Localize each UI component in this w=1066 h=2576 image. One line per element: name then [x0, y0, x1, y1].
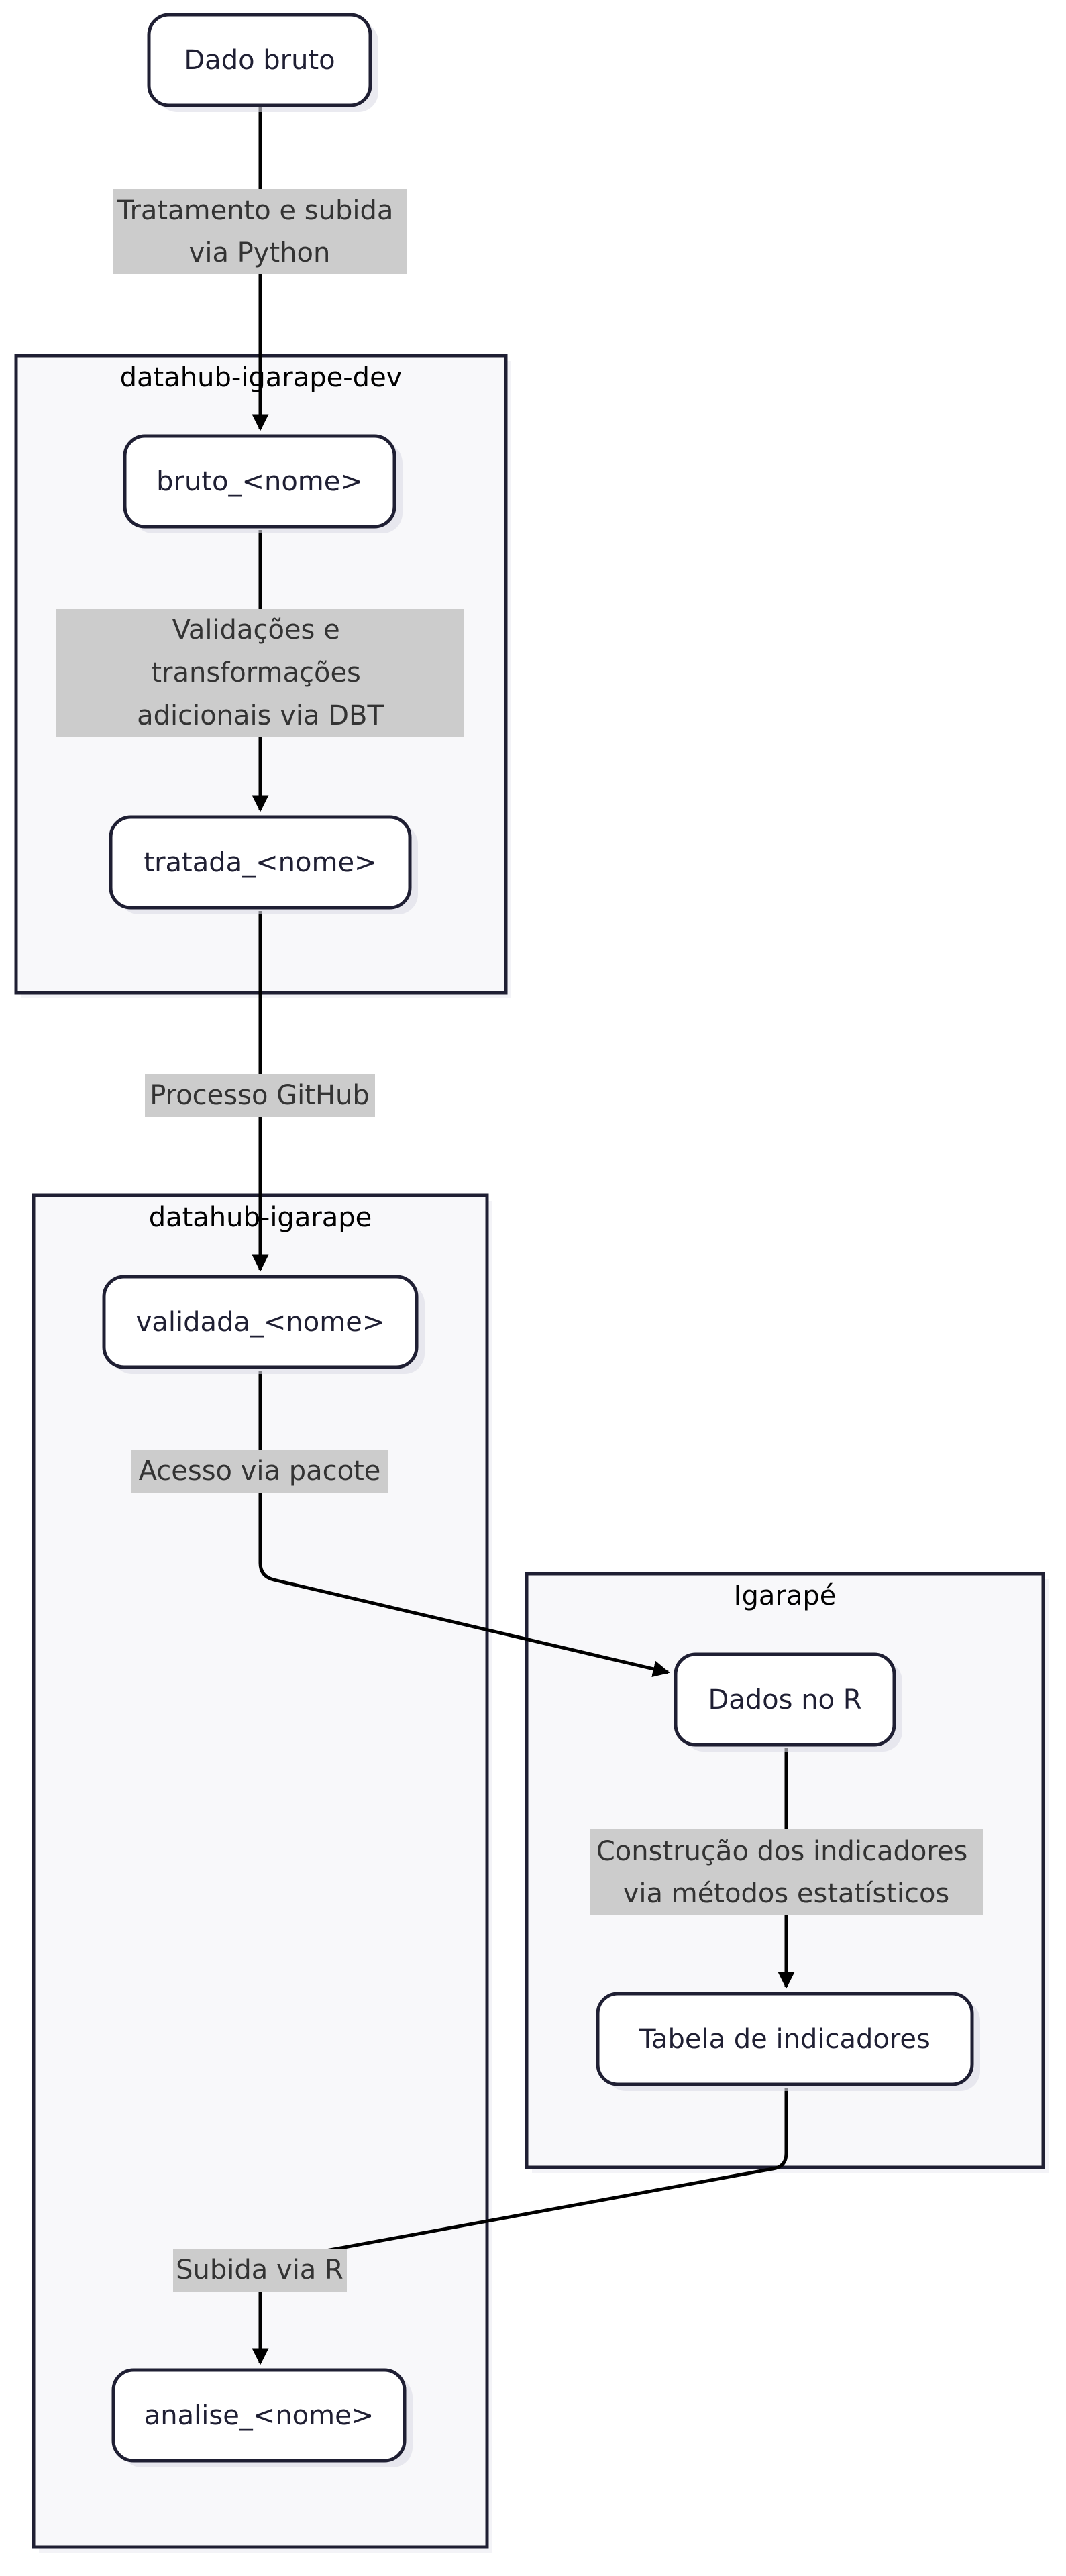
- edge-label-python-line-1: Tratamento e subida: [117, 195, 393, 226]
- edge-tabela-to-analise: [252, 2088, 788, 2365]
- edge-label-github-text: Processo GitHub: [150, 1080, 370, 1111]
- node-tratada: tratada_<nome>: [109, 815, 418, 914]
- edge-label-subida-r: Subida via R: [173, 2249, 347, 2292]
- edge-label-pacote: Acesso via pacote: [131, 1450, 388, 1493]
- edge-label-github: Processo GitHub: [145, 1074, 375, 1117]
- node-tabela: Tabela de indicadores: [596, 1992, 980, 2091]
- edge-label-subida-r-text: Subida via R: [176, 2255, 343, 2286]
- node-dados-r: Dados no R: [674, 1652, 902, 1752]
- node-tratada-label: tratada_<nome>: [144, 847, 376, 878]
- svg-text:Validações e transformaç: Validações e transformações adicionais v…: [137, 614, 384, 731]
- svg-text:Construção dos indicadores: Construção dos indicadores via métodos e…: [596, 1836, 976, 1909]
- node-validada: validada_<nome>: [102, 1275, 425, 1374]
- edge-label-python: Tratamento e subida via Python: [113, 189, 407, 274]
- node-dado-bruto: Dado bruto: [147, 13, 378, 112]
- node-bruto: bruto_<nome>: [123, 434, 403, 533]
- edge-label-indicadores: Construção dos indicadores via métodos e…: [590, 1829, 983, 1915]
- edge-label-python-line-2: via Python: [189, 237, 331, 268]
- edge-label-pacote-text: Acesso via pacote: [139, 1456, 381, 1487]
- edge-label-dbt-line-2: transformações: [151, 657, 361, 688]
- node-tabela-label: Tabela de indicadores: [639, 2024, 930, 2055]
- edge-validada-to-dados-r: [258, 1371, 670, 1678]
- node-bruto-label: bruto_<nome>: [156, 466, 363, 497]
- edge-label-dbt-line-3: adicionais via DBT: [137, 700, 384, 731]
- edge-label-dbt: Validações e transformações adicionais v…: [56, 609, 464, 737]
- edge-label-dbt-line-1: Validações e: [172, 614, 340, 645]
- edge-label-indicadores-line-2: via métodos estatísticos: [623, 1878, 950, 1909]
- node-analise-label: analise_<nome>: [144, 2400, 374, 2431]
- node-dado-bruto-label: Dado bruto: [184, 45, 335, 76]
- group-title-igarape: Igarapé: [734, 1580, 837, 1611]
- edge-label-indicadores-line-1: Construção dos indicadores: [596, 1836, 968, 1867]
- node-validada-label: validada_<nome>: [136, 1307, 385, 1338]
- node-dados-r-label: Dados no R: [708, 1684, 861, 1715]
- group-datahub-igarape: datahub-igarape: [32, 1193, 492, 2553]
- svg-text:Tratamento e subida via: Tratamento e subida via Python: [117, 195, 402, 268]
- node-analise: analise_<nome>: [111, 2368, 413, 2467]
